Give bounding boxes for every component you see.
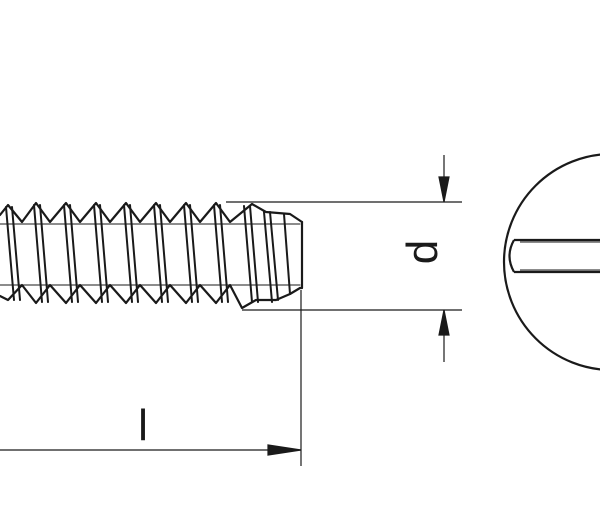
thread-bottom-profile bbox=[0, 283, 302, 310]
diameter-label: d bbox=[398, 240, 447, 264]
head-outline bbox=[502, 153, 600, 371]
screw-tip bbox=[298, 220, 304, 290]
length-dimension bbox=[0, 290, 302, 466]
head-slot bbox=[508, 238, 600, 274]
diameter-arrow-top bbox=[438, 176, 450, 203]
diameter-dimension bbox=[226, 155, 462, 362]
diameter-arrow-bottom bbox=[438, 309, 450, 336]
screw-shank bbox=[0, 201, 304, 310]
length-label: l bbox=[138, 401, 148, 450]
thread-flanks bbox=[5, 204, 291, 303]
length-arrow bbox=[267, 444, 302, 456]
thread-top-profile bbox=[0, 201, 304, 224]
screw-head-end-view bbox=[502, 153, 600, 371]
